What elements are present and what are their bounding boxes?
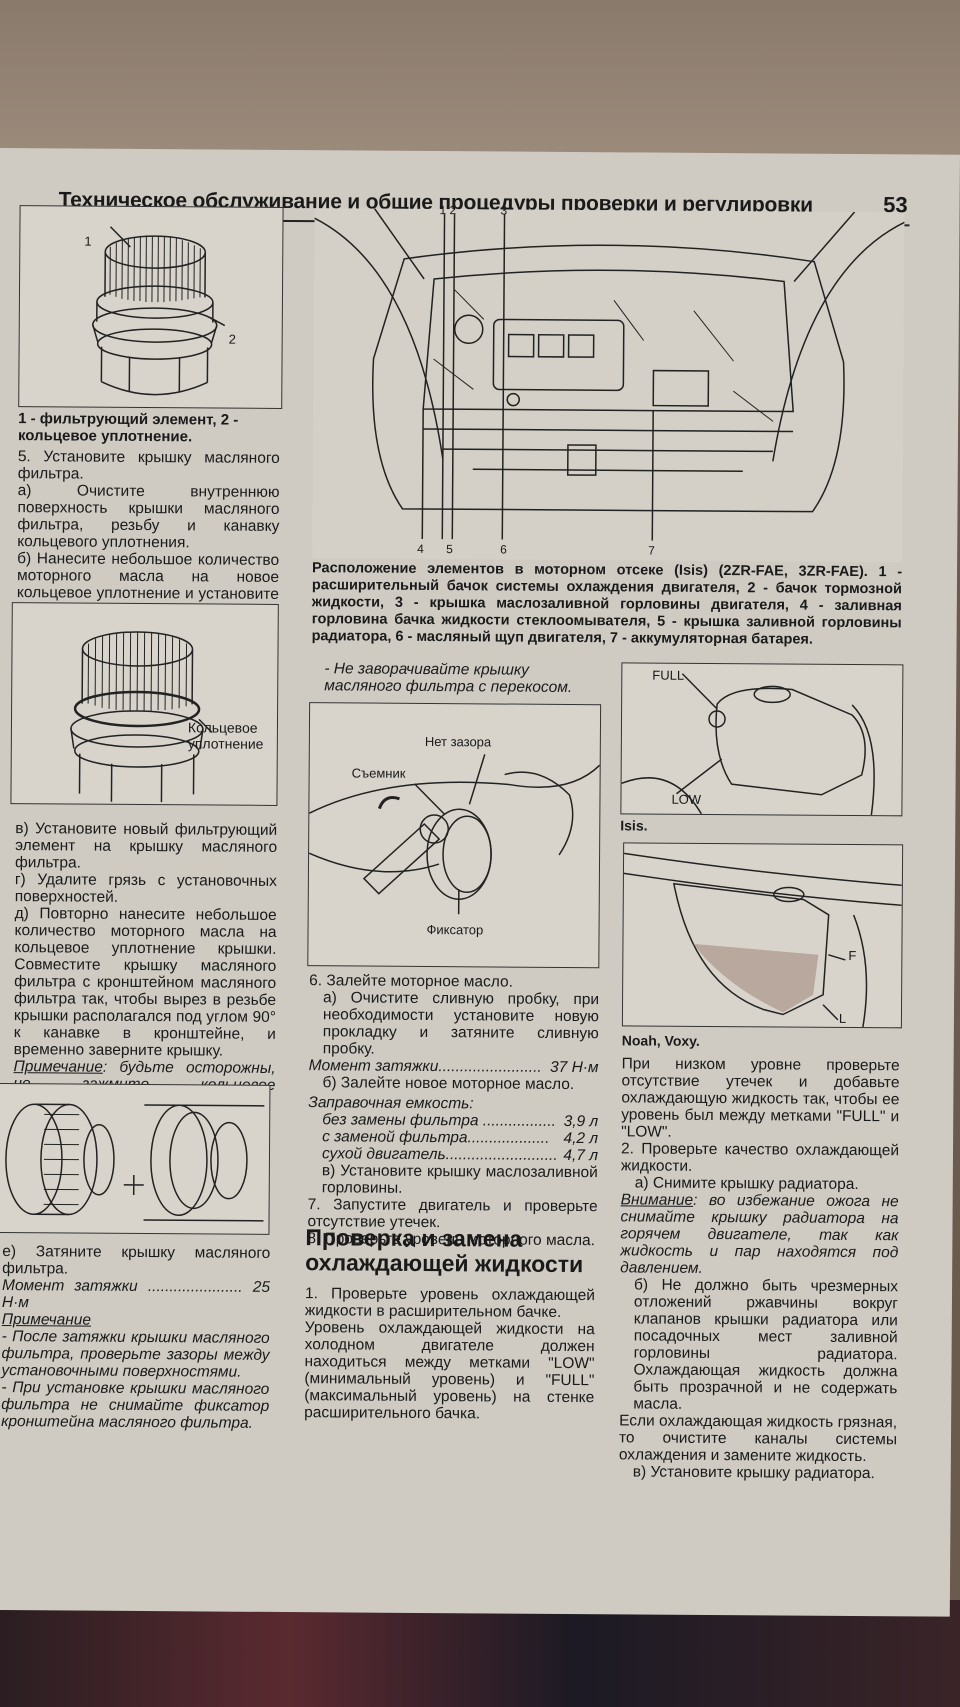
fig1-caption: 1 - фильтрующий элемент, 2 - кольцевое у…	[17, 410, 239, 446]
engine-label-2: 2	[449, 203, 457, 218]
remover-label: Съемник	[351, 765, 406, 781]
warning-no-skew: - Не заворачивайте крышку масляного филь…	[324, 660, 573, 697]
step-5g: г) Удалите грязь с установочных поверхно…	[14, 871, 277, 906]
o-ring-drawing	[70, 631, 213, 803]
fig1-label-2: 2	[228, 331, 236, 347]
torque-37: Момент затяжки........................37…	[308, 1057, 599, 1077]
coolant-step-2a: а) Снимите крышку радиатора.	[634, 1174, 859, 1194]
step-5: 5. Установите крышку масляного фильтра.	[17, 448, 280, 483]
left-text-block-2: в) Установите новый фильтрующий элемент …	[13, 820, 277, 1111]
filter-cap-bracket-figure	[0, 1082, 271, 1235]
oil-filter-cap-drawing	[92, 226, 226, 396]
isis-tank-drawing	[621, 673, 875, 816]
step-6b: б) Залейте новое моторное масло.	[322, 1074, 575, 1094]
engine-label-4: 4	[417, 541, 424, 556]
note-2: - При установке крышки масляного фильтра…	[1, 1379, 270, 1432]
capacity-label: Заправочная емкость:	[308, 1094, 474, 1113]
background-bottom	[0, 1600, 960, 1707]
engine-label-5: 5	[446, 542, 453, 557]
left-text-block-1: 5. Установите крышку масляного фильтра. …	[17, 448, 280, 620]
isis-tank-figure: FULL LOW	[620, 662, 904, 817]
coolant-level-text: Уровень охлаждающей жидкости на холодном…	[304, 1319, 595, 1423]
step-5v: в) Установите новый фильтрующий элемент …	[14, 820, 278, 872]
lock-label: Фиксатор	[426, 921, 484, 938]
coolant-step-2v: в) Установите крышку радиатора.	[632, 1463, 875, 1483]
isis-caption: Isis.	[620, 817, 648, 834]
no-gap-label: Нет зазора	[424, 733, 492, 750]
engine-caption: Расположение элементов в моторном отсеке…	[311, 560, 903, 648]
noah-voxy-caption: Noah, Voxy.	[621, 1032, 700, 1049]
capacity-2: с заменой фильтра...................4,2 …	[322, 1128, 599, 1148]
step-6v: в) Установите крышку маслозаливной горло…	[321, 1162, 598, 1197]
step-6: 6. Залейте моторное масло.	[309, 972, 514, 991]
remover-figure: Нет зазора Съемник Фиксатор	[307, 702, 602, 969]
engine-compartment-figure: 1 2 3 4 5 6 7	[312, 203, 905, 563]
background-top	[0, 0, 960, 160]
coolant-step-2b: б) Не должно быть чрезмерных отложений р…	[633, 1276, 899, 1413]
torque-25: Момент затяжки ...................... 25…	[1, 1277, 271, 1312]
dirty-coolant-text: Если охлаждающая жидкость грязная, то оч…	[618, 1412, 898, 1466]
capacity-3: сухой двигатель.........................…	[321, 1145, 599, 1165]
coolant-step-1: 1. Проверьте уровень охлаждающей жидкост…	[304, 1285, 596, 1321]
left-text-block-3: е) Затяните крышку масляного фильтра. Мо…	[1, 1243, 270, 1432]
l-label: L	[838, 1010, 847, 1026]
step-5d: д) Повторно нанесите небольшое количеств…	[13, 905, 277, 1060]
warning-burn: Внимание: во избежание ожога не снимайте…	[620, 1191, 899, 1277]
oil-filter-cap-figure: 1 2	[18, 205, 284, 409]
engine-label-7: 7	[648, 543, 655, 558]
step-5a: а) Очистите внутреннюю поверхность крышк…	[17, 482, 280, 552]
noah-voxy-tank-figure: F L	[621, 842, 904, 1029]
coolant-step-2: 2. Проверьте качество охлаждающей жидкос…	[620, 1140, 900, 1175]
engine-compartment-drawing	[314, 208, 905, 541]
step-6a: а) Очистите сливную пробку, при необходи…	[322, 989, 600, 1058]
engine-label-3: 3	[500, 203, 508, 218]
filter-cap-bracket-drawing	[5, 1103, 265, 1222]
full-label: FULL	[652, 667, 685, 683]
o-ring-figure: Кольцевое уплотнение	[10, 602, 279, 806]
low-level-text: При низком уровне проверьте отсутствие у…	[621, 1055, 900, 1141]
note-label: Примечание	[1, 1311, 92, 1329]
noah-voxy-tank-drawing	[623, 852, 902, 1028]
capacity-1: без замены фильтра .................3,9 …	[322, 1111, 599, 1131]
mid-text-block-2: 1. Проверьте уровень охлаждающей жидкост…	[304, 1285, 595, 1423]
section-heading: Проверка и замена охлаждающей жидкости	[305, 1224, 584, 1278]
right-text-block: При низком уровне проверьте отсутствие у…	[619, 1055, 900, 1482]
fig1-label-1: 1	[84, 233, 92, 249]
mid-text-block-1: 6. Залейте моторное масло. а) Очистите с…	[307, 972, 599, 1249]
o-ring-label: Кольцевое уплотнение	[187, 719, 264, 752]
low-label: LOW	[671, 791, 702, 807]
remover-drawing	[308, 754, 601, 915]
note-1: - После затяжки крышки масляного фильтра…	[1, 1328, 270, 1381]
engine-label-6: 6	[500, 542, 507, 557]
step-5e: е) Затяните крышку масляного фильтра.	[2, 1243, 271, 1278]
f-label: F	[848, 947, 857, 963]
engine-label-1: 1	[439, 203, 447, 218]
book-page: Техническое обслуживание и общие процеду…	[0, 148, 960, 1617]
